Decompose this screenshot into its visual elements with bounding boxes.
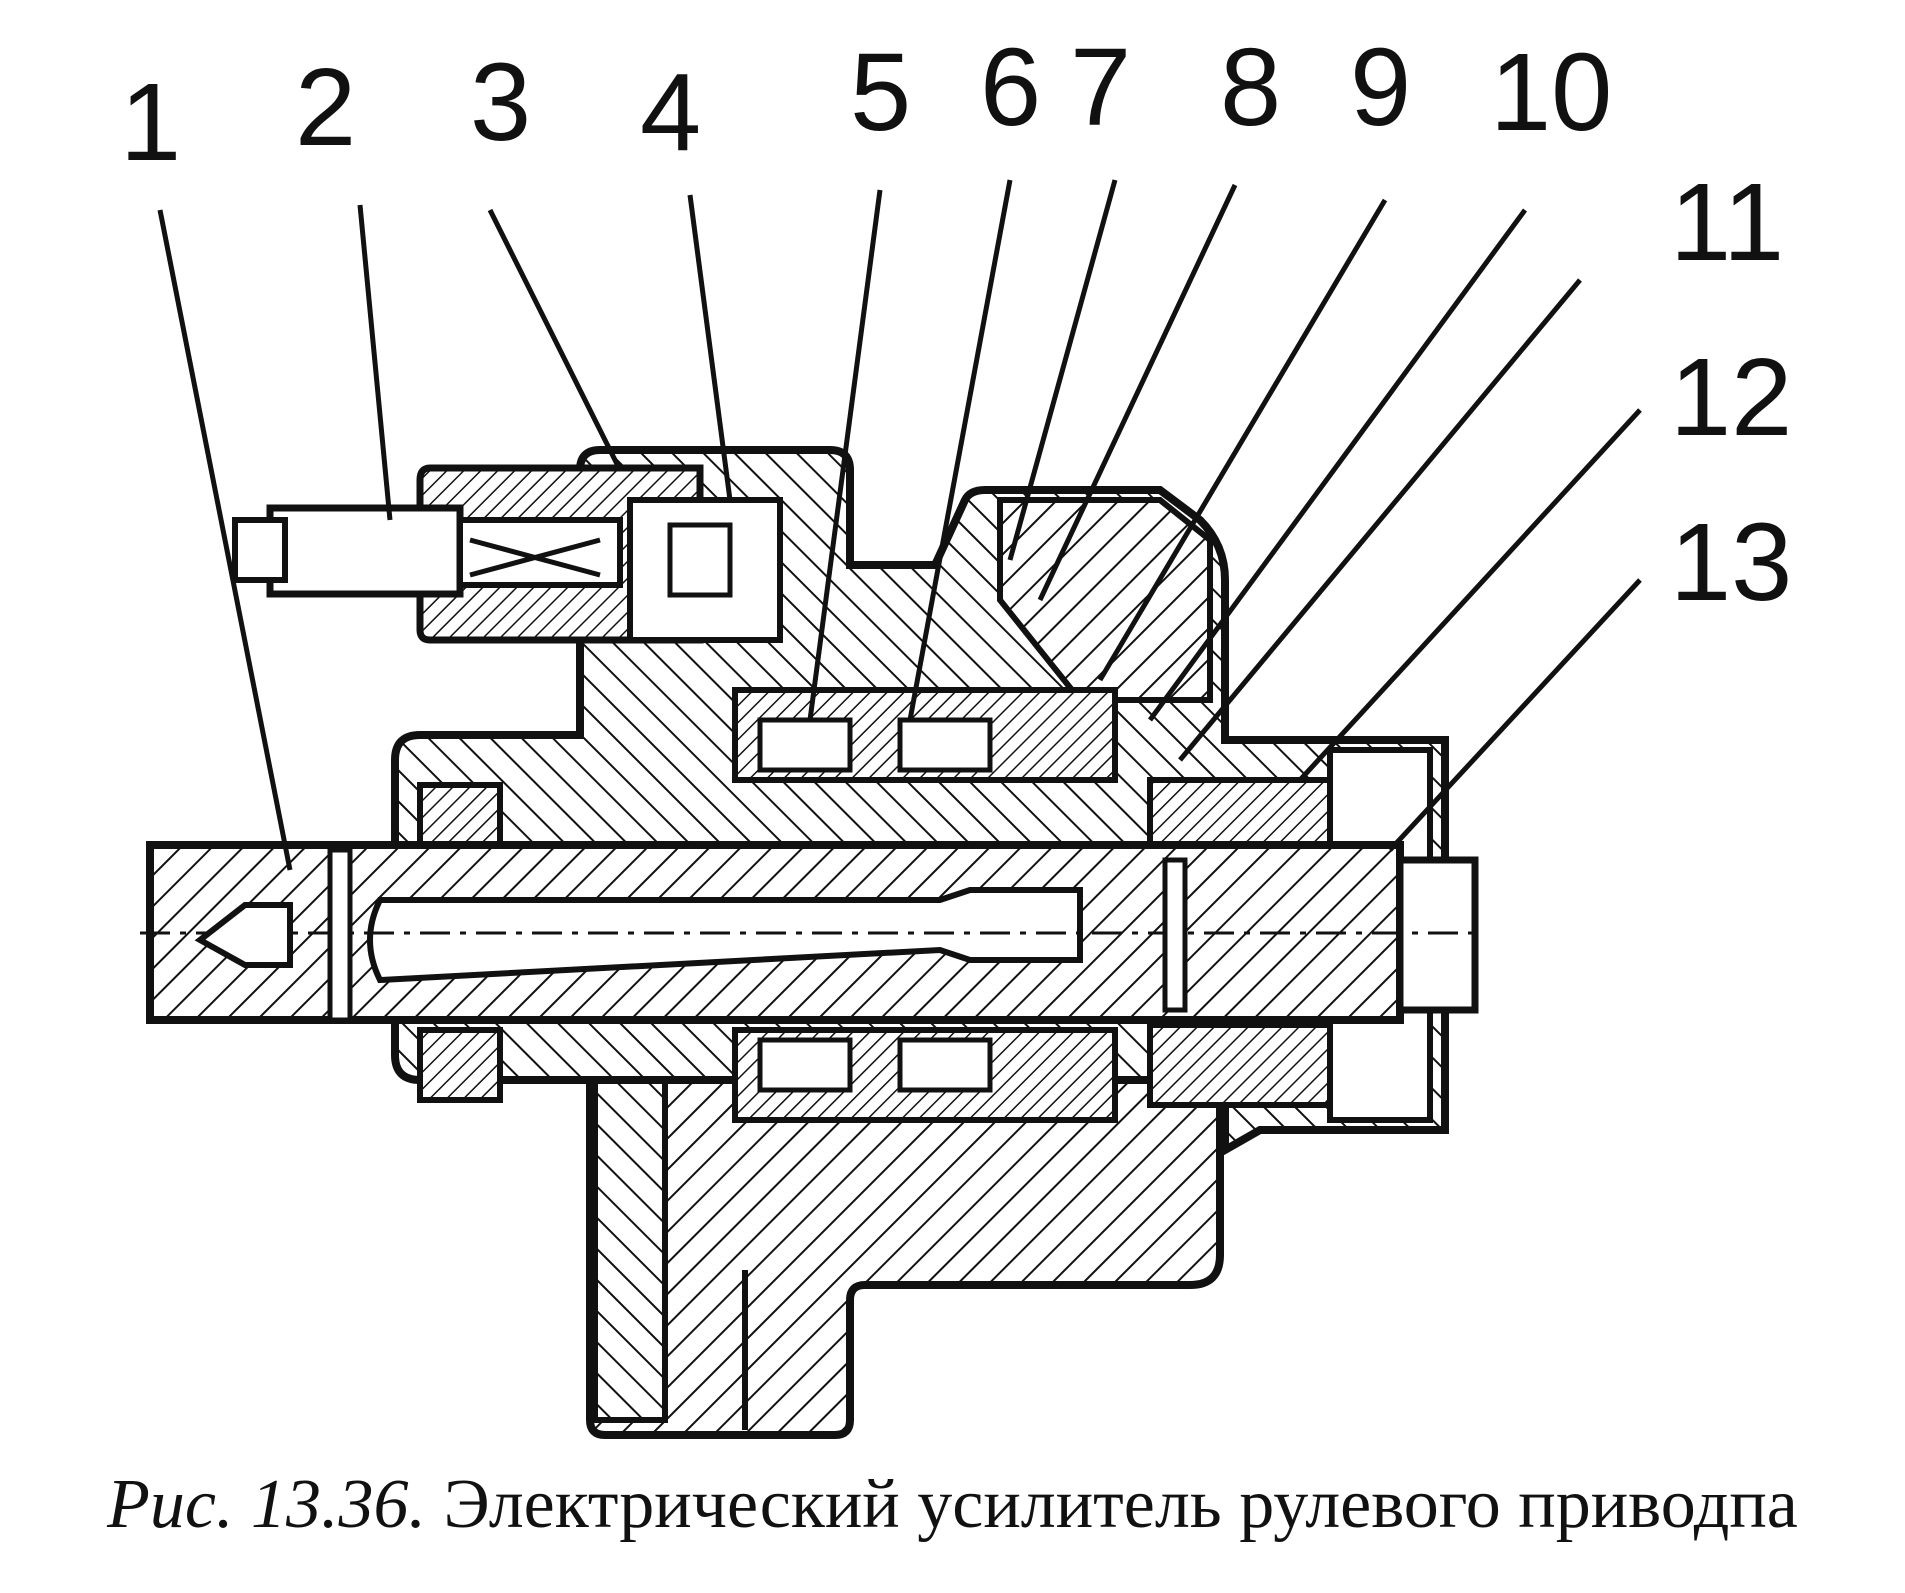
- callout-2: 2: [295, 46, 356, 169]
- callout-13: 13: [1670, 501, 1792, 624]
- callout-9: 9: [1350, 26, 1411, 149]
- figure-number: Рис. 13.36.: [107, 1466, 426, 1543]
- sensor-connector: [232, 464, 783, 644]
- housing-lower-flange: [586, 1076, 1224, 1439]
- leader-lines: [157, 179, 1642, 871]
- steering-amplifier-drawing: 1 2 3 4 5 6 7 8 9 10 11 12 13: [120, 26, 1792, 1439]
- figure-caption: Рис. 13.36. Электрический усилитель руле…: [0, 1465, 1905, 1545]
- callout-1: 1: [120, 61, 181, 184]
- callout-4: 4: [640, 51, 701, 174]
- callout-5: 5: [850, 31, 911, 154]
- main-shaft: [140, 841, 1480, 1024]
- callout-7: 7: [1070, 26, 1131, 149]
- callout-3: 3: [470, 41, 531, 164]
- callout-12: 12: [1670, 336, 1792, 459]
- callout-6: 6: [980, 26, 1041, 149]
- callout-labels: 1 2 3 4 5 6 7 8 9 10 11 12 13: [120, 26, 1792, 624]
- callout-11: 11: [1670, 161, 1784, 284]
- reduction-gear-block: [732, 687, 1118, 1123]
- callout-10: 10: [1490, 31, 1612, 154]
- figure-title: Электрический усилитель рулевого приводп…: [443, 1466, 1798, 1543]
- callout-8: 8: [1220, 26, 1281, 149]
